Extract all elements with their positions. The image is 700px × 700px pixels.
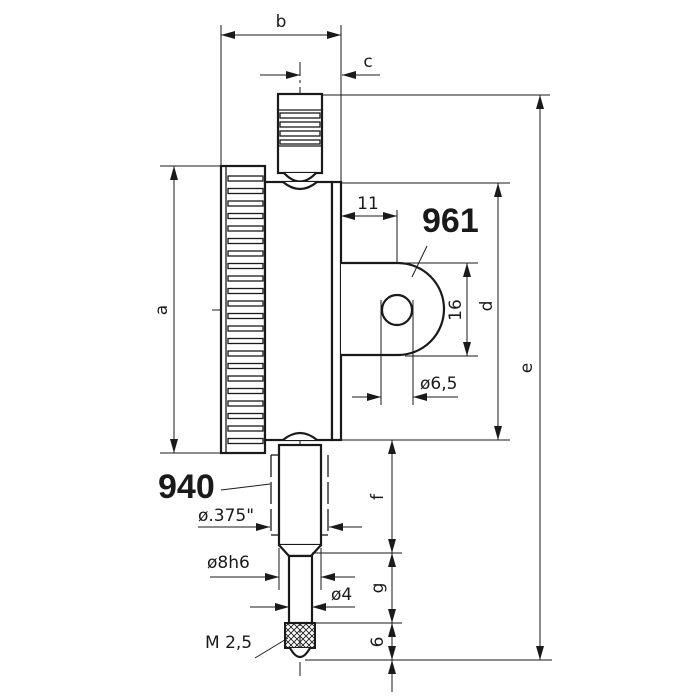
label-g: g	[368, 583, 388, 594]
label-c: c	[363, 52, 372, 72]
bezel-rib	[227, 250, 264, 257]
bezel-rib	[227, 200, 264, 207]
label-spindle-dia: ø4	[331, 585, 352, 605]
label-e: e	[517, 363, 537, 373]
dimension-b: b	[220, 12, 342, 183]
bezel-rib	[227, 350, 264, 357]
bezel-rib	[227, 287, 264, 295]
bezel-rib	[227, 337, 264, 345]
dimension-c: c	[260, 52, 380, 79]
bezel-rib	[227, 312, 264, 320]
bezel-rib	[227, 187, 264, 195]
bezel-rib	[227, 437, 264, 445]
label-f: f	[368, 493, 388, 500]
bezel-rib	[227, 412, 264, 420]
stem-model-number: 940	[158, 468, 215, 506]
lug-model-number: 961	[422, 202, 479, 240]
bezel-rib	[227, 275, 264, 282]
knurled-bezel	[219, 164, 267, 455]
bezel-rib	[227, 237, 264, 245]
label-6: 6	[368, 637, 388, 648]
label-stem-dia: ø8h6	[207, 553, 250, 573]
label-11: 11	[357, 194, 379, 214]
bezel-rib	[227, 400, 264, 407]
label-stem-dia-inch: ø.375"	[198, 506, 254, 526]
dimension-stem-inch: ø.375"	[198, 506, 362, 531]
label-a: a	[152, 305, 172, 315]
dimension-e: e	[517, 95, 544, 660]
case-body	[263, 180, 343, 442]
dimension-16: 16	[405, 262, 478, 357]
bezel-rib	[227, 225, 264, 232]
dimension-bore: ø6,5	[352, 374, 458, 401]
dimension-d: d	[341, 182, 510, 441]
bezel-rib	[227, 300, 264, 307]
bezel-rib	[227, 375, 264, 382]
dimension-11: 11	[341, 194, 397, 220]
bezel-rib	[227, 387, 264, 395]
label-16: 16	[446, 299, 466, 321]
dimension-f-g-6: f g 6	[305, 440, 552, 692]
bezel-rib	[227, 425, 264, 432]
dimension-stem: ø8h6	[207, 548, 355, 590]
stem	[270, 443, 329, 659]
label-bore: ø6,5	[420, 374, 457, 394]
bezel-rib	[227, 212, 264, 220]
mounting-lug	[341, 261, 446, 405]
bezel-rib	[227, 362, 264, 370]
label-b: b	[276, 12, 287, 32]
bezel-rib	[227, 325, 264, 332]
label-thread: M 2,5	[205, 633, 252, 653]
dimension-spindle: ø4	[250, 585, 355, 611]
bezel-rib	[227, 175, 264, 182]
label-d: d	[477, 301, 497, 312]
dimension-a: a	[152, 165, 221, 454]
top-cap	[276, 92, 324, 183]
bezel-rib	[227, 262, 264, 270]
